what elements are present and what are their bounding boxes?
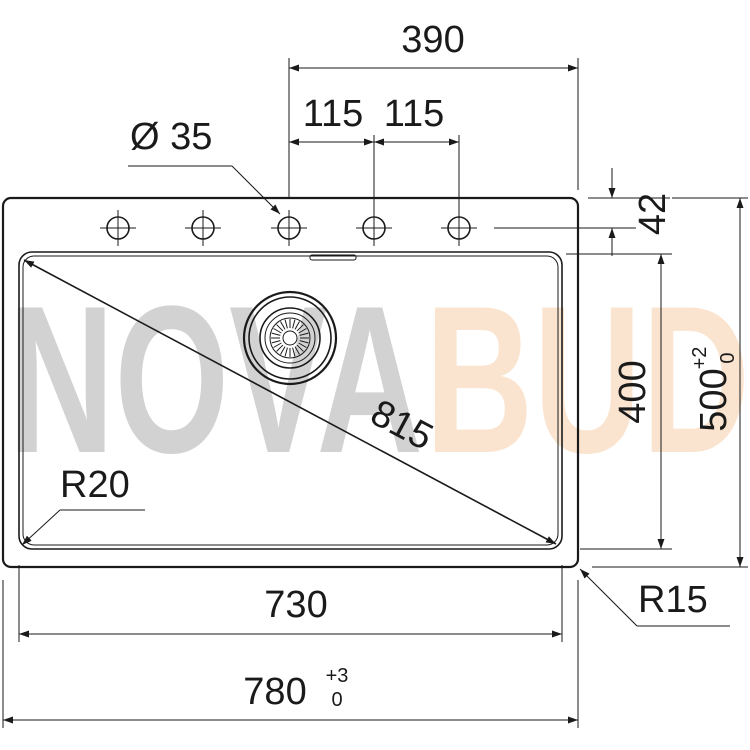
faucet-hole-4 xyxy=(356,210,392,246)
dimension-115-pair: 115 115 xyxy=(289,93,460,212)
faucet-hole-3 xyxy=(271,210,307,246)
dimension-42: 42 xyxy=(494,168,674,256)
dimension-500-label: 500 xyxy=(693,368,735,431)
dimension-115-right-label: 115 xyxy=(384,93,445,135)
dimension-500-tol-minus: 0 xyxy=(717,352,739,363)
bowl-inner-edge xyxy=(22,255,559,546)
dimension-400: 400 xyxy=(566,253,672,550)
dimension-730: 730 xyxy=(18,565,563,642)
radius-r15-label: R15 xyxy=(638,579,708,621)
faucet-hole-2 xyxy=(185,210,221,246)
dimension-115-left-label: 115 xyxy=(303,93,364,135)
dimension-780-tol-plus: +3 xyxy=(326,665,349,687)
faucet-hole-1 xyxy=(100,210,136,246)
dimension-42-label: 42 xyxy=(632,193,674,235)
hole-diameter-label: Ø 35 xyxy=(130,116,212,158)
hole-diameter-callout: Ø 35 xyxy=(128,116,281,215)
dimension-780: 780 +3 0 xyxy=(2,580,579,728)
sink-outer-outline xyxy=(1,196,580,569)
diagonal-dimension-line xyxy=(23,259,557,545)
bowl-outline xyxy=(18,251,563,550)
watermark-nova: NOVA xyxy=(8,262,423,497)
radius-r20-label: R20 xyxy=(60,464,130,506)
faucet-holes xyxy=(100,210,477,246)
faucet-hole-5 xyxy=(441,210,477,246)
dimension-390-label: 390 xyxy=(401,19,464,61)
dimension-730-label: 730 xyxy=(264,584,327,626)
radius-r15-callout: R15 xyxy=(579,568,730,627)
dimension-780-tol-minus: 0 xyxy=(331,689,342,711)
dimension-390: 390 xyxy=(288,19,579,198)
dimension-500-tol-plus: +2 xyxy=(689,347,711,370)
dimension-780-label: 780 xyxy=(243,671,306,713)
dimension-400-label: 400 xyxy=(612,360,654,423)
dimension-500: 500 +2 0 xyxy=(592,197,748,568)
radius-r20-callout: R20 xyxy=(21,464,145,546)
